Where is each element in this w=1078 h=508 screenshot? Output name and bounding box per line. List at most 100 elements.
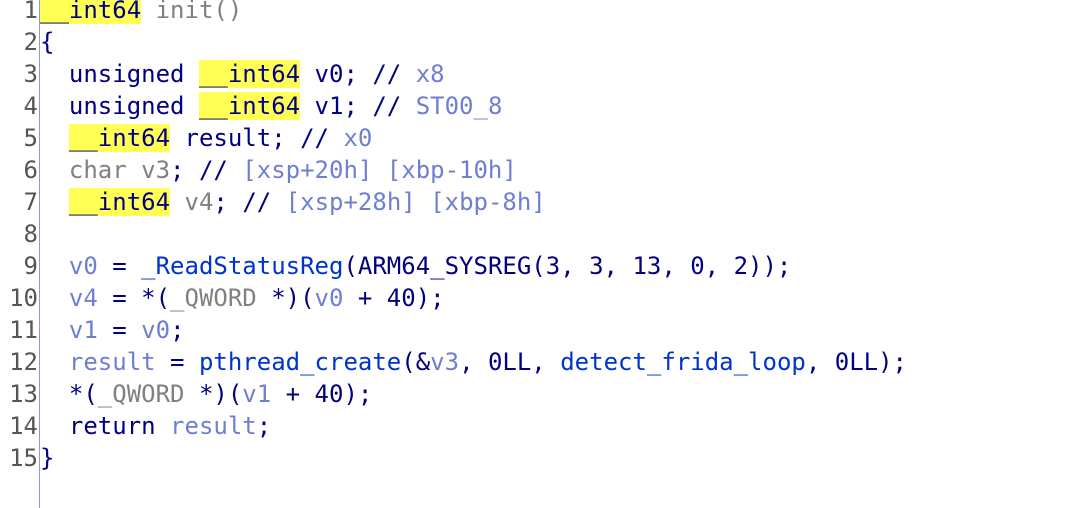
code-token: return xyxy=(40,412,171,440)
code-token: v0; // xyxy=(300,60,416,88)
code-token: v0 xyxy=(141,316,171,344)
code-token: *)( xyxy=(184,380,243,408)
code-text: char v3; // [xsp+20h] [xbp-10h] xyxy=(40,154,517,186)
code-token: ; xyxy=(256,412,272,440)
code-line[interactable]: 4 unsigned __int64 v1; // ST00_8 xyxy=(0,90,502,122)
line-number: 3 xyxy=(23,60,38,88)
code-token: _QWORD xyxy=(97,380,185,408)
line-number: 15 xyxy=(9,444,38,472)
code-token: unsigned xyxy=(40,60,199,88)
type-keyword-highlight: __int64 xyxy=(198,60,301,88)
code-token xyxy=(40,124,69,152)
line-number: 6 xyxy=(23,156,38,184)
type-keyword-highlight: __int64 xyxy=(198,92,301,120)
code-token: v1; // xyxy=(300,92,416,120)
code-line[interactable]: 14 return result; xyxy=(0,410,271,442)
code-line[interactable]: 1__int64 init() xyxy=(0,0,242,26)
line-number: 11 xyxy=(9,316,38,344)
code-token: x0 xyxy=(343,124,373,152)
code-text: result = pthread_create(&v3, 0LL, detect… xyxy=(40,346,907,378)
code-token: { xyxy=(40,28,55,56)
code-token: result xyxy=(170,412,257,440)
line-number: 5 xyxy=(23,124,38,152)
code-token: [xsp+20h] [xbp-10h] xyxy=(242,156,517,184)
code-line[interactable]: 13 *(_QWORD *)(v1 + 40); xyxy=(0,378,372,410)
code-token: + 40); xyxy=(271,380,373,408)
code-token: char v3 xyxy=(40,156,171,184)
code-text: } xyxy=(40,442,54,474)
code-text: unsigned __int64 v0; // x8 xyxy=(40,58,445,90)
line-number: 14 xyxy=(9,412,38,440)
code-token: x8 xyxy=(415,60,445,88)
type-keyword-highlight: __int64 xyxy=(68,188,171,216)
code-token: } xyxy=(40,444,55,472)
code-token: v0 xyxy=(314,284,344,312)
line-number: 7 xyxy=(23,188,38,216)
code-token: pthread_create xyxy=(198,348,402,376)
type-keyword-highlight: __int64 xyxy=(68,124,171,152)
code-text: v0 = _ReadStatusReg(ARM64_SYSREG(3, 3, 1… xyxy=(40,250,792,282)
code-token: detect_frida_loop xyxy=(560,348,806,376)
code-text: __int64 result; // x0 xyxy=(40,122,372,154)
code-token: = *( xyxy=(97,284,171,312)
code-token: *( xyxy=(40,380,98,408)
code-token: = xyxy=(97,252,142,280)
code-token: unsigned xyxy=(40,92,199,120)
code-line[interactable]: 12 result = pthread_create(&v3, 0LL, det… xyxy=(0,346,907,378)
code-token: [xsp+28h] [xbp-8h] xyxy=(285,188,546,216)
code-line[interactable]: 15} xyxy=(0,442,54,474)
line-number: 4 xyxy=(23,92,38,120)
type-keyword-highlight: __int64 xyxy=(40,0,142,24)
code-token: result xyxy=(40,348,156,376)
code-line[interactable]: 3 unsigned __int64 v0; // x8 xyxy=(0,58,445,90)
code-token: ST00_8 xyxy=(415,92,503,120)
code-token: , 0LL, xyxy=(459,348,561,376)
code-token: _ReadStatusReg xyxy=(141,252,344,280)
code-text: __int64 v4; // [xsp+28h] [xbp-8h] xyxy=(40,186,546,218)
code-token: ; xyxy=(170,316,185,344)
code-token: result; // xyxy=(170,124,344,152)
code-token: + 40); xyxy=(343,284,445,312)
line-number: 10 xyxy=(9,284,38,312)
code-token: v4 xyxy=(40,284,98,312)
code-line[interactable]: 9 v0 = _ReadStatusReg(ARM64_SYSREG(3, 3,… xyxy=(0,250,792,282)
code-line[interactable]: 7 __int64 v4; // [xsp+28h] [xbp-8h] xyxy=(0,186,546,218)
code-token: init() xyxy=(141,0,243,24)
code-text: v1 = v0; xyxy=(40,314,185,346)
line-number: 12 xyxy=(9,348,38,376)
code-token: = xyxy=(155,348,199,376)
code-token: (ARM64_SYSREG(3, 3, 13, 0, 2)); xyxy=(343,252,792,280)
code-token: v0 xyxy=(40,252,98,280)
code-token: (& xyxy=(401,348,431,376)
code-line[interactable]: 5 __int64 result; // x0 xyxy=(0,122,372,154)
code-token: v3 xyxy=(430,348,460,376)
code-text: __int64 init() xyxy=(40,0,242,26)
code-line[interactable]: 2{ xyxy=(0,26,55,58)
code-line[interactable]: 11 v1 = v0; xyxy=(0,314,185,346)
line-number: 9 xyxy=(23,252,38,280)
code-text: *(_QWORD *)(v1 + 40); xyxy=(40,378,372,410)
code-token: = xyxy=(97,316,142,344)
code-token: v1 xyxy=(242,380,272,408)
code-token xyxy=(40,188,69,216)
code-token: v4 xyxy=(170,188,214,216)
code-token: _QWORD xyxy=(170,284,257,312)
code-token: , 0LL); xyxy=(805,348,908,376)
code-token: ; // xyxy=(170,156,243,184)
code-token: v1 xyxy=(40,316,98,344)
code-token: ; // xyxy=(213,188,286,216)
code-text: return result; xyxy=(40,410,271,442)
line-number: 13 xyxy=(9,380,38,408)
code-text: unsigned __int64 v1; // ST00_8 xyxy=(40,90,502,122)
line-number: 1 xyxy=(23,0,38,24)
code-line[interactable]: 8 xyxy=(0,218,40,250)
code-line[interactable]: 6 char v3; // [xsp+20h] [xbp-10h] xyxy=(0,154,517,186)
code-text: { xyxy=(40,26,54,58)
code-token: *)( xyxy=(256,284,315,312)
code-text: v4 = *(_QWORD *)(v0 + 40); xyxy=(40,282,445,314)
gutter-divider xyxy=(39,0,40,508)
line-number: 2 xyxy=(23,28,38,56)
code-line[interactable]: 10 v4 = *(_QWORD *)(v0 + 40); xyxy=(0,282,445,314)
line-number: 8 xyxy=(23,220,38,248)
